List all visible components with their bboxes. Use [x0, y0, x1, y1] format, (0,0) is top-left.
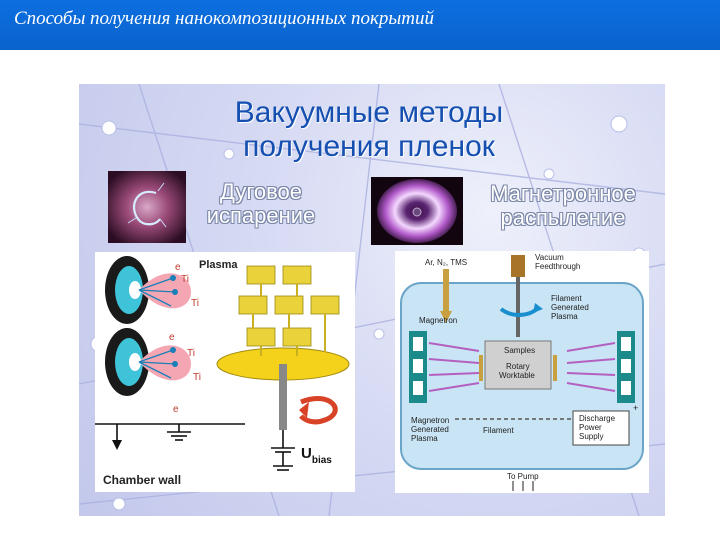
ion-label-4: Ti: [193, 372, 201, 383]
panel-title: Вакуумные методы получения пленок: [179, 96, 559, 164]
header-bar: Способы получения нанокомпозиционных пок…: [0, 0, 720, 50]
plasma-label: Plasma: [199, 259, 238, 271]
feedthrough: [511, 255, 525, 277]
electron-label-1: e: [175, 262, 181, 273]
slide-title: Способы получения нанокомпозиционных пок…: [14, 8, 434, 30]
ion-label-1: Ti: [181, 274, 189, 285]
magnetron-right: [617, 331, 635, 403]
chamber-wall-label: Chamber wall: [103, 473, 181, 487]
rotating-substrate-holder: [217, 266, 349, 430]
samples-label: Samples: [504, 346, 535, 355]
ion-label-3: Ti: [187, 348, 195, 359]
ion-label-2: Ti: [191, 298, 199, 309]
arc-cathode-bottom: [105, 328, 191, 396]
magnetron-top-label: Magnetron: [419, 316, 457, 325]
magnetron-left: [409, 331, 427, 403]
magnetron-sputtering-label: Магнетронное распыление: [479, 182, 647, 230]
to-pump-label: To Pump: [507, 472, 539, 481]
arc-evaporation-diagram: Plasma e Ti Ti e Ti Ti e: [95, 252, 355, 492]
gas-inlet-label: Ar, N₂, TMS: [425, 258, 467, 267]
electron-label-3: e: [173, 404, 179, 415]
panel-title-line-1: Вакуумные методы: [179, 96, 559, 130]
content-panel: Вакуумные методы получения пленок Дугово…: [79, 84, 665, 516]
magnetron-plasma-photo: [371, 177, 463, 245]
panel-title-line-2: получения пленок: [179, 130, 559, 164]
bias-label: Ubias: [301, 445, 332, 466]
gas-inlet-pipe: [443, 269, 449, 311]
svg-text:+: +: [633, 403, 638, 413]
arc-discharge-photo: [108, 171, 186, 243]
filament-label: Filament: [483, 426, 514, 435]
electron-label-2: e: [169, 332, 175, 343]
arc-evaporation-label: Дуговое испарение: [197, 180, 325, 228]
